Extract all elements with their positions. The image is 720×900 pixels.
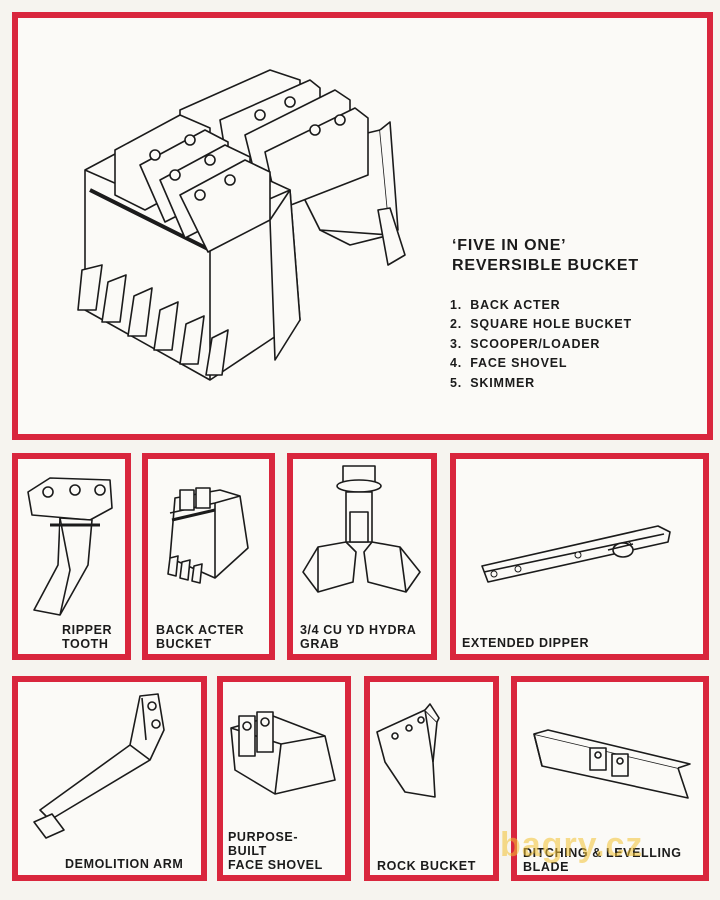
list-item: 4. FACE SHOVEL — [450, 356, 632, 375]
face-shovel-illustration — [230, 711, 336, 795]
hydra-grab-caption: 3/4 Cu Yd HYDRA GRAB — [300, 623, 416, 651]
ditching-blade-caption: DITCHING & LEVELLING BLADE — [523, 846, 682, 874]
caption-line: PURPOSE- — [228, 830, 299, 844]
list-label: BACK ACTER — [470, 298, 561, 312]
list-number: 4. — [450, 356, 463, 371]
face-shovel-panel — [217, 676, 351, 881]
list-number: 1. — [450, 298, 463, 312]
caption-line: RIPPER — [62, 623, 113, 637]
demolition-arm-illustration — [33, 693, 165, 839]
list-item: 3. SCOOPER/LOADER — [450, 337, 632, 356]
five-in-one-bucket-illustration — [77, 69, 406, 381]
list-label: SCOOPER/LOADER — [470, 336, 601, 351]
watermark-logo: bagry.cz — [500, 826, 644, 864]
back-acter-bucket-caption: BACK ACTER BUCKET — [156, 623, 244, 651]
caption-line: DEMOLITION ARM — [65, 857, 184, 871]
caption-line: ROCK BUCKET — [377, 859, 476, 873]
ditching-blade-illustration — [533, 729, 691, 799]
extended-dipper-illustration — [481, 525, 671, 583]
rock-bucket-caption: ROCK BUCKET — [377, 859, 476, 873]
extended-dipper-caption: EXTENDED DIPPER — [462, 636, 589, 650]
caption-line: BUILT — [228, 844, 267, 858]
list-number: 2. — [450, 317, 463, 332]
caption-line: 3/4 Cu Yd HYDRA — [300, 623, 417, 637]
ripper-tooth-caption: RIPPER TOOTH — [62, 623, 112, 651]
list-number: 5. — [450, 375, 463, 390]
title-line-2: REVERSIBLE BUCKET — [452, 257, 639, 274]
caption-line: BACK ACTER — [156, 623, 245, 637]
list-item: 2. SQUARE HOLE BUCKET — [450, 317, 632, 336]
list-label: FACE SHOVEL — [470, 356, 568, 371]
back-acter-bucket-illustration — [167, 487, 249, 584]
list-number: 3. — [450, 336, 463, 351]
list-item: 1. BACK ACTER — [450, 298, 632, 317]
caption-line: DITCHING & LEVELLING — [523, 846, 682, 860]
caption-line: FACE SHOVEL — [228, 858, 323, 872]
hydra-grab-illustration — [302, 465, 421, 593]
caption-line: EXTENDED DIPPER — [462, 636, 590, 650]
demolition-arm-caption: DEMOLITION ARM — [65, 857, 183, 871]
title-line-1: ‘FIVE IN ONE’ — [452, 237, 567, 254]
ripper-tooth-illustration — [27, 477, 113, 616]
caption-line: BUCKET — [156, 637, 212, 651]
caption-line: GRAB — [300, 637, 340, 651]
list-item: 5. SKIMMER — [450, 376, 632, 395]
list-label: SKIMMER — [470, 375, 535, 390]
face-shovel-caption: PURPOSE- BUILT FACE SHOVEL — [228, 830, 323, 872]
bucket-modes-list: 1. BACK ACTER 2. SQUARE HOLE BUCKET 3. S… — [450, 298, 632, 395]
caption-line: BLADE — [523, 860, 570, 874]
five-in-one-title: ‘FIVE IN ONE’ REVERSIBLE BUCKET — [452, 236, 639, 276]
caption-line: TOOTH — [62, 637, 109, 651]
list-label: SQUARE HOLE BUCKET — [470, 317, 632, 332]
rock-bucket-illustration — [376, 703, 440, 798]
